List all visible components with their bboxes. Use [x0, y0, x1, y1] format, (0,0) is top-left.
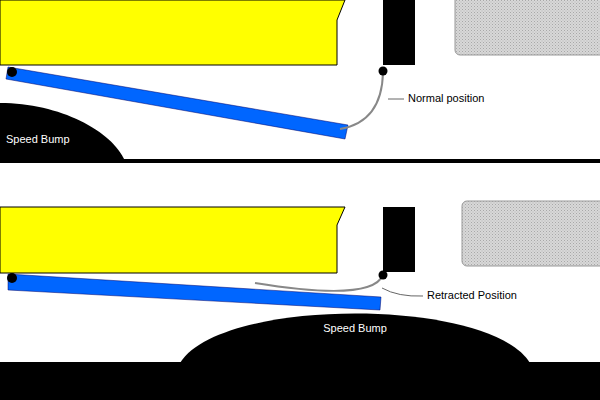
textured-block — [455, 0, 600, 55]
post — [383, 0, 415, 65]
speed-bump-fill — [180, 314, 530, 364]
cable-normal — [340, 72, 383, 129]
textured-block — [462, 201, 600, 266]
speed-bump-label: Speed Bump — [180, 322, 530, 335]
speed-bump-fill — [0, 103, 125, 161]
leader-line — [382, 288, 423, 296]
speed-bump-shape — [0, 103, 125, 161]
ground — [0, 362, 600, 400]
leader-line — [388, 99, 404, 100]
cable-retracted — [255, 275, 383, 291]
pivot-dot — [379, 271, 388, 280]
position-label: Retracted Position — [427, 289, 517, 302]
position-label: Normal position — [408, 92, 484, 105]
pivot-dot — [7, 273, 17, 283]
blue-bar — [8, 274, 381, 310]
pivot-dot — [7, 67, 17, 77]
speed-bump-shape — [180, 307, 530, 363]
speed-bump-label: Speed Bump — [0, 133, 125, 146]
pivot-dot — [379, 67, 388, 76]
speed-bump: Speed Bump — [0, 103, 125, 161]
vehicle-body — [0, 0, 345, 65]
vehicle-body — [0, 207, 345, 273]
speed-bump: Speed Bump — [180, 307, 530, 363]
post — [383, 207, 415, 272]
